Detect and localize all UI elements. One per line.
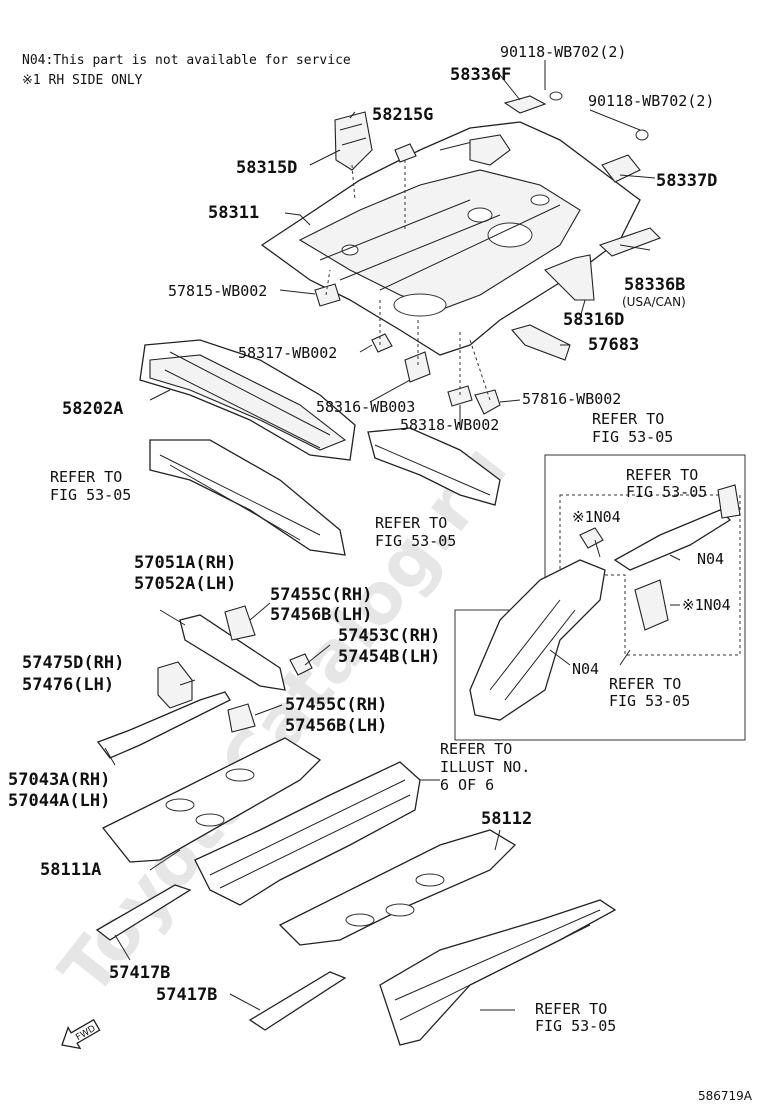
crossmember-58202A[interactable] xyxy=(139,339,356,461)
label-refer-1-line2: FIG 53-05 xyxy=(592,428,673,446)
label-refer-4-line2: FIG 53-05 xyxy=(375,532,456,550)
bracket-57816[interactable] xyxy=(474,389,501,415)
label-57683: 57683 xyxy=(588,335,639,355)
drawing-id: 586719A xyxy=(698,1089,753,1103)
bracket-57815[interactable] xyxy=(314,283,341,307)
rocker-refer-53-05[interactable] xyxy=(379,899,617,1046)
label-57454B-lh: 57454B(LH) xyxy=(338,647,440,667)
bracket-57453C[interactable] xyxy=(289,653,313,676)
bracket-58215G[interactable] xyxy=(394,143,417,163)
label-refer-illust-line3: 6 OF 6 xyxy=(440,776,494,794)
bracket-57455C-lower[interactable] xyxy=(227,703,256,733)
label-57417B-left: 57417B xyxy=(109,963,170,983)
bracket-57683[interactable] xyxy=(511,324,571,361)
fwd-label: FWD xyxy=(74,1024,97,1043)
label-58336F: 58336F xyxy=(450,65,511,85)
label-58317-wb002: 58317-WB002 xyxy=(238,344,337,362)
label-57453C-rh: 57453C(RH) xyxy=(338,626,440,646)
label-57052A-lh: 57052A(LH) xyxy=(134,574,236,594)
label-n04-rh-1: ※1N04 xyxy=(572,508,621,526)
bracket-58316-wb003[interactable] xyxy=(404,351,431,383)
floor-pan-58111A[interactable] xyxy=(101,737,322,863)
label-58111A: 58111A xyxy=(40,860,101,880)
label-refer-5-line2: FIG 53-05 xyxy=(609,692,690,710)
label-58336B: 58336B xyxy=(624,275,685,295)
rear-floor-pan-58311[interactable] xyxy=(260,121,641,356)
leader-lines xyxy=(104,60,681,1011)
crossmember-refer-53-05-center[interactable] xyxy=(367,427,501,506)
note-not-available: N04:This part is not available for servi… xyxy=(22,53,351,68)
label-n04-rail: N04 xyxy=(697,550,724,568)
label-57816-wb002: 57816-WB002 xyxy=(522,390,621,408)
bracket-57455C-upper[interactable] xyxy=(224,605,256,641)
label-n04-rh-2: ※1N04 xyxy=(682,596,731,614)
center-tunnel[interactable] xyxy=(194,761,421,906)
label-90118-wb702-top: 90118-WB702(2) xyxy=(500,43,626,61)
label-57051A-rh: 57051A(RH) xyxy=(134,553,236,573)
label-refer-illust-line1: REFER TO xyxy=(440,740,512,758)
label-57417B-right: 57417B xyxy=(156,985,217,1005)
label-n04-member: N04 xyxy=(572,660,599,678)
label-refer-3-line1: REFER TO xyxy=(626,466,698,484)
label-refer-6-line1: REFER TO xyxy=(535,1000,607,1018)
label-refer-2-line1: REFER TO xyxy=(50,468,122,486)
bracket-n04-small[interactable] xyxy=(579,527,604,549)
label-58316-wb003: 58316-WB003 xyxy=(316,398,415,416)
label-57456B-lh-1: 57456B(LH) xyxy=(270,605,372,625)
side-rail-n04[interactable] xyxy=(613,509,732,571)
crossmember-57051A[interactable] xyxy=(179,614,286,691)
label-58215G: 58215G xyxy=(372,105,433,125)
bracket-58336F[interactable] xyxy=(503,95,547,114)
bolt-90118-top[interactable] xyxy=(549,91,563,101)
label-57456B-lh-2: 57456B(LH) xyxy=(285,716,387,736)
bracket-refer-53-05-top[interactable] xyxy=(717,484,741,519)
bracket-58317[interactable] xyxy=(371,333,393,353)
side-member-rear[interactable] xyxy=(469,559,606,721)
bracket-58315D[interactable] xyxy=(334,111,373,171)
label-refer-3-line2: FIG 53-05 xyxy=(626,483,707,501)
bracket-58316D[interactable] xyxy=(544,254,595,301)
label-58202A: 58202A xyxy=(62,399,123,419)
label-57044A-lh: 57044A(LH) xyxy=(8,791,110,811)
label-57043A-rh: 57043A(RH) xyxy=(8,770,110,790)
crossmember-refer-53-05-left[interactable] xyxy=(149,439,346,556)
bracket-58336B[interactable] xyxy=(598,227,661,257)
label-refer-5-line1: REFER TO xyxy=(609,675,681,693)
floor-pan-58112[interactable] xyxy=(278,829,517,946)
label-58336B-usa-can: (USA/CAN) xyxy=(622,295,686,309)
label-58337D: 58337D xyxy=(656,171,717,191)
fwd-arrow-icon: FWD xyxy=(61,1018,101,1050)
label-58316D: 58316D xyxy=(563,310,624,330)
bolt-90118-right[interactable] xyxy=(635,129,649,141)
label-refer-6-line2: FIG 53-05 xyxy=(535,1017,616,1035)
label-refer-4-line1: REFER TO xyxy=(375,514,447,532)
sill-57417B-right[interactable] xyxy=(248,971,347,1031)
label-58112: 58112 xyxy=(481,809,532,829)
label-57475D-rh: 57475D(RH) xyxy=(22,653,124,673)
bracket-58337D[interactable] xyxy=(601,154,641,183)
label-refer-1-line1: REFER TO xyxy=(592,410,664,428)
bracket-57475D[interactable] xyxy=(157,661,193,709)
label-refer-illust-line2: ILLUST NO. xyxy=(440,758,530,776)
label-58318-wb002: 58318-WB002 xyxy=(400,416,499,434)
reinforcement-57043A[interactable] xyxy=(96,691,231,759)
sill-57417B-left[interactable] xyxy=(95,884,192,941)
plate-n04[interactable] xyxy=(634,579,669,631)
label-58311: 58311 xyxy=(208,203,259,223)
label-90118-wb702-right: 90118-WB702(2) xyxy=(588,92,714,110)
label-57455C-rh-2: 57455C(RH) xyxy=(285,695,387,715)
label-57455C-rh-1: 57455C(RH) xyxy=(270,585,372,605)
label-refer-2-line2: FIG 53-05 xyxy=(50,486,131,504)
bracket-58318[interactable] xyxy=(447,385,473,407)
label-57815-wb002: 57815-WB002 xyxy=(168,282,267,300)
note-rh-side-only: ※1 RH SIDE ONLY xyxy=(22,73,143,88)
label-58315D: 58315D xyxy=(236,158,297,178)
label-57476-lh: 57476(LH) xyxy=(22,675,114,695)
